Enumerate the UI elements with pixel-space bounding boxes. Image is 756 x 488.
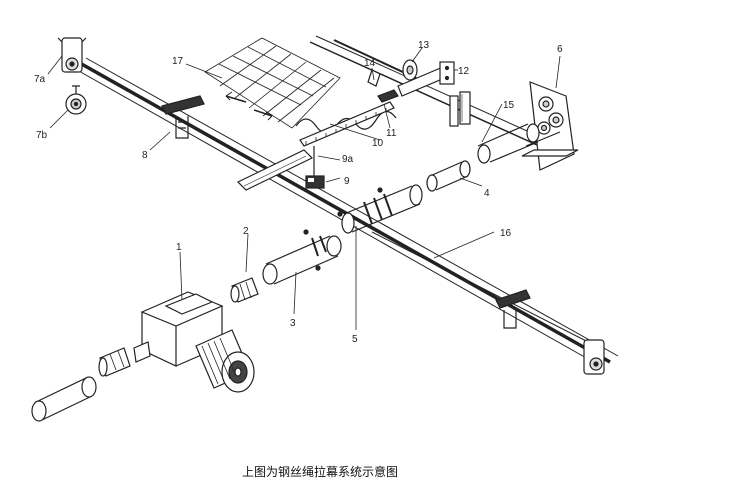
label-10: 10 [372,138,384,149]
label-7b: 7b [36,130,48,141]
drum-assembly-5 [337,184,423,234]
label-16: 16 [500,228,512,239]
coupler-2 [230,277,259,303]
end-pulley-bracket-right [583,339,605,375]
label-14: 14 [364,58,376,69]
lower-coupler [98,347,131,377]
back-rail [309,35,557,151]
label-11: 11 [386,128,397,139]
clamp-block-9 [305,175,325,189]
motor [195,329,255,393]
curtain-panel-17 [204,37,341,129]
label-2: 2 [243,226,249,237]
label-5: 5 [352,334,358,345]
label-15: 15 [503,100,515,111]
tube-3 [262,229,342,285]
label-8: 8 [142,150,148,161]
end-plate-6 [521,81,579,171]
label-7a: 7a [34,74,46,85]
hanger-bar-10 [299,101,395,147]
label-3: 3 [290,318,296,329]
label-9a: 9a [342,154,354,165]
gearbox-1 [133,291,224,367]
rail-16 [371,231,601,349]
track-bracket-left [236,149,314,191]
fitting-11 [377,89,399,103]
leader-lines [47,47,561,330]
bracket-12 [397,61,455,97]
support-posts [449,91,471,127]
folded-curtain [295,110,397,134]
track-carrier-lower [495,289,531,329]
label-4: 4 [484,188,490,199]
label-1: 1 [176,242,182,253]
tube-15 [477,123,540,164]
track-carrier-8 [161,95,205,139]
label-17: 17 [172,56,184,67]
end-pulley-bracket-7a [57,37,87,73]
lower-tube [31,376,97,422]
label-12: 12 [458,66,470,77]
diagram-caption: 上图为钢丝绳拉幕系统示意图 [241,465,398,479]
part-labels: 7a 7b 8 17 1 2 3 5 9 9a 10 11 12 13 14 1… [34,40,563,345]
label-13: 13 [418,40,430,51]
label-6: 6 [557,44,563,55]
label-9: 9 [344,176,350,187]
pulley-13 [402,59,418,81]
tube-4 [426,160,471,192]
pulley-7b [65,85,87,115]
